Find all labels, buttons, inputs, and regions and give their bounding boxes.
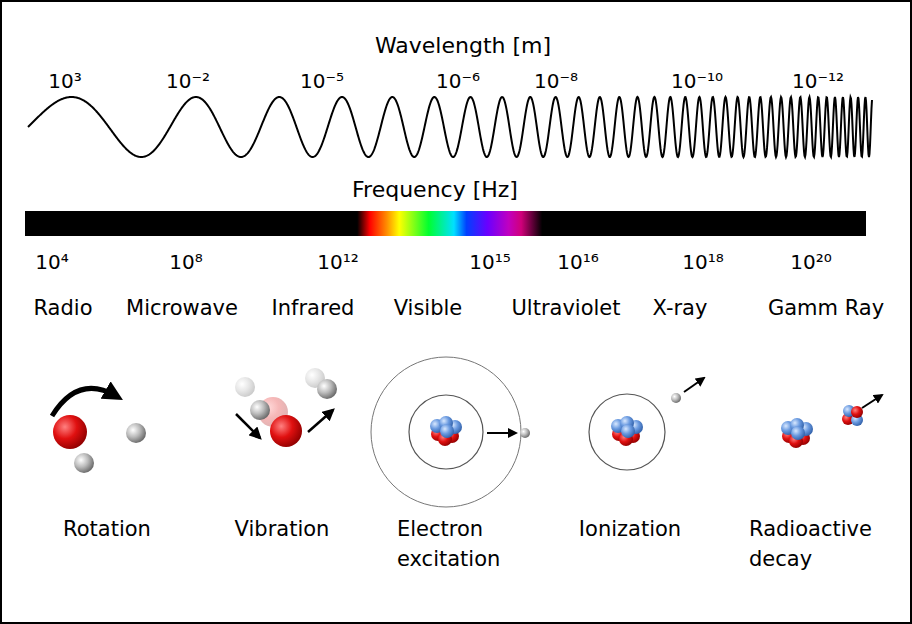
axis-title: Wavelength [m] [375,33,551,59]
wavelength-value: 10⁻⁸ [534,69,578,93]
band-name: Visible [394,296,463,321]
band-name: Ultraviolet [511,296,620,321]
band-name: Gamm Ray [768,296,884,321]
rotation-figure [52,388,146,473]
wave-path [28,97,872,157]
process-label: Electron excitation [397,514,527,574]
process-label: Rotation [63,517,151,542]
frequency-value: 10⁸ [169,250,202,274]
band-name: Microwave [126,296,238,321]
chirp-wave [28,97,872,157]
wavelength-value: 10⁻¹⁰ [671,69,723,93]
wavelength-value: 10⁻² [166,69,210,93]
excitation-figure [371,357,530,507]
wavelength-value: 10⁻¹² [792,69,844,93]
ionization-figure [589,378,704,470]
frequency-value: 10¹⁵ [469,250,510,274]
band-name: Infrared [272,296,355,321]
frequency-value: 10¹⁶ [557,250,598,274]
axis-title: Frequency [Hz] [352,177,518,203]
process-label: Radioactive decay [749,514,899,574]
process-label: Ionization [579,517,681,542]
frequency-value: 10²⁰ [790,250,831,274]
process-label: Vibration [235,517,330,542]
band-name: Radio [33,296,92,321]
vibration-figure [235,368,337,447]
decay-figure [781,395,882,448]
spectrum-bar [25,211,866,236]
frequency-value: 10¹² [317,250,358,274]
frequency-value: 10⁴ [35,250,68,274]
band-name: X-ray [653,296,708,321]
wavelength-value: 10³ [48,69,81,93]
frequency-value: 10¹⁸ [682,250,723,274]
wavelength-value: 10⁻⁶ [436,69,480,93]
wavelength-value: 10⁻⁵ [300,69,344,93]
